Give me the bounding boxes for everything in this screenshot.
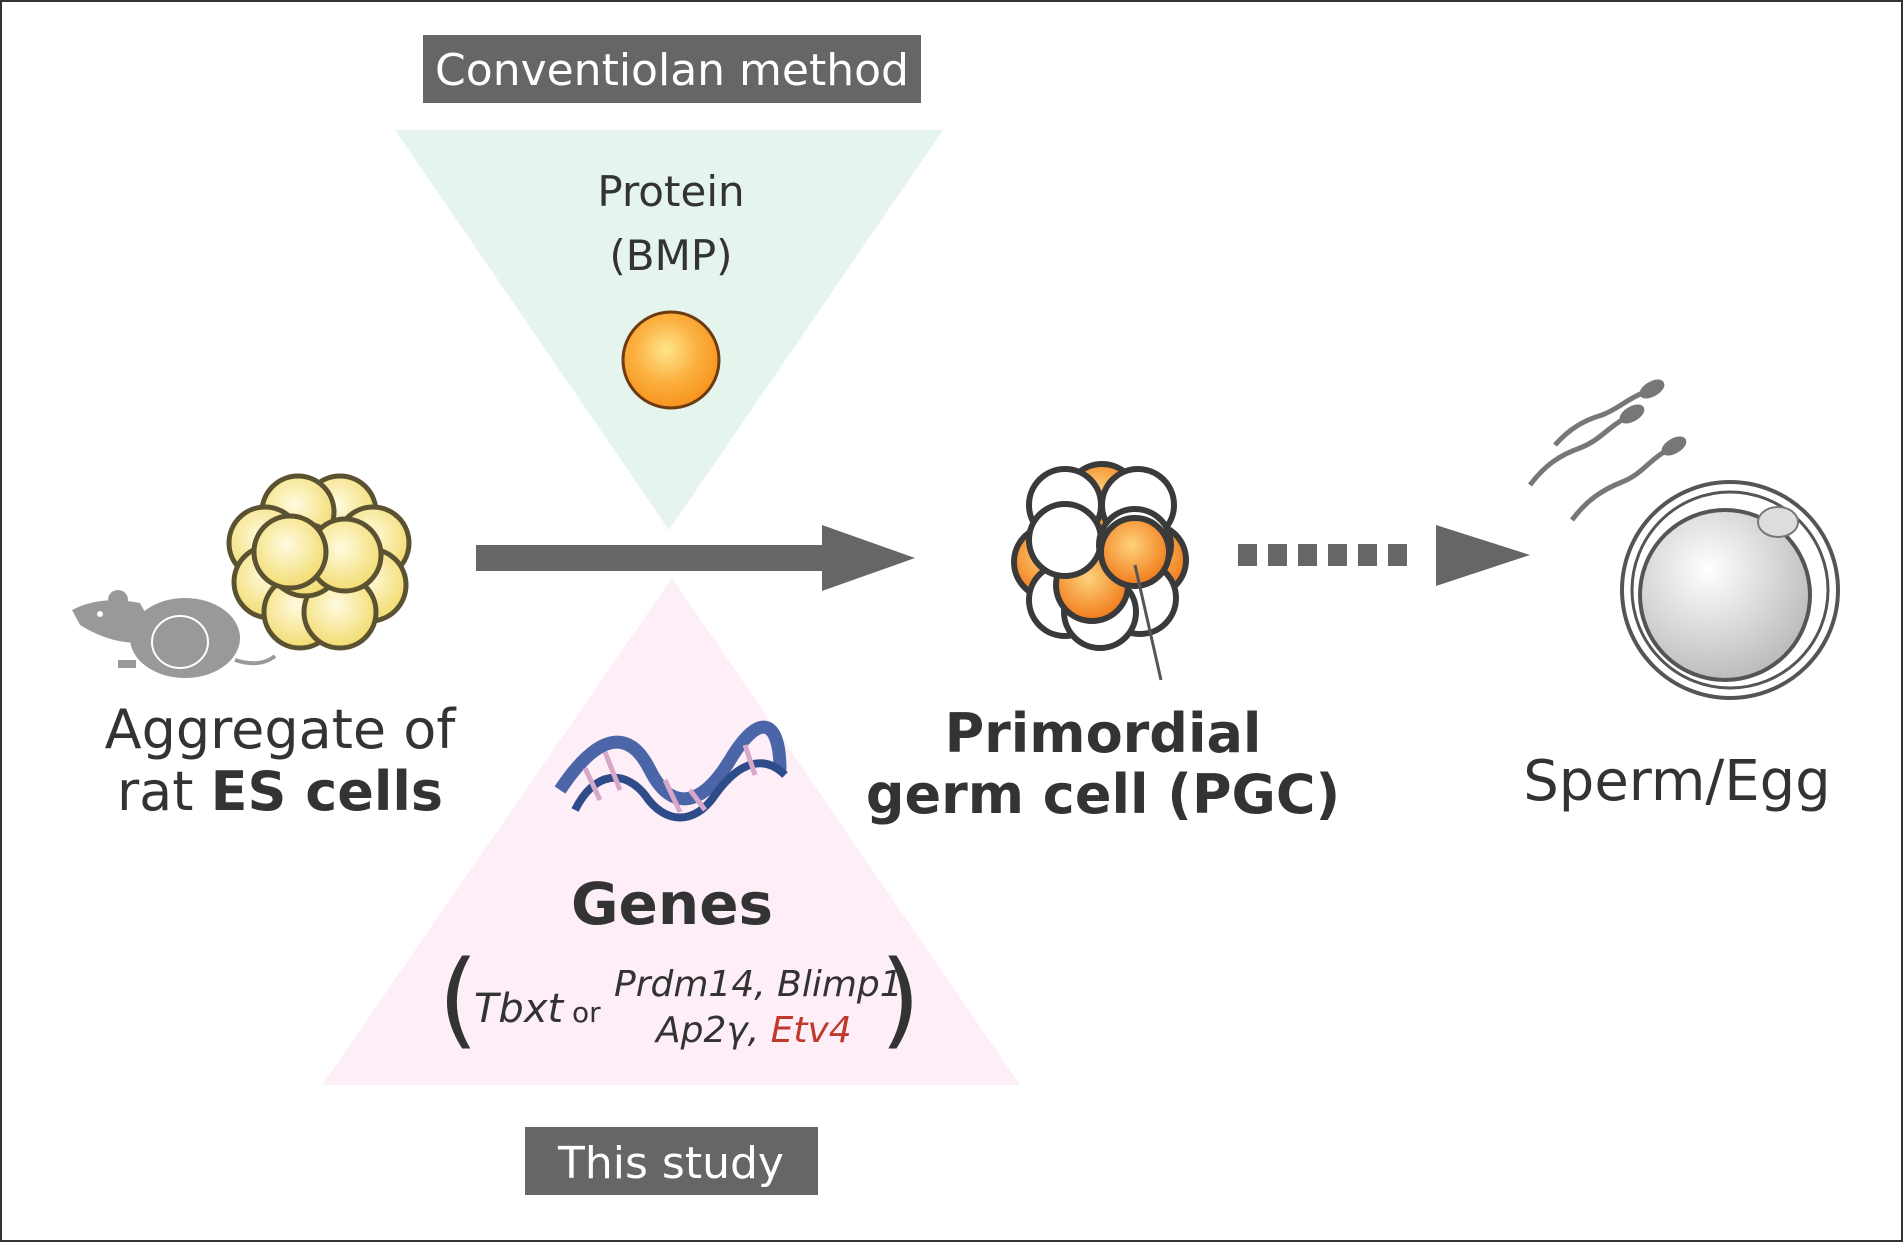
- pgc-cluster-icon: [1011, 461, 1189, 681]
- pgc-line2: germ cell (PGC): [866, 763, 1340, 826]
- sperm-icon: [1528, 379, 1687, 522]
- pgc-line1: Primordial: [945, 702, 1262, 765]
- left-paren: (: [438, 938, 479, 1060]
- gene-tbxt: Tbxt: [474, 986, 564, 1032]
- gene-list: ( Tbxt or Prdm14, Blimp1 Ap2γ, Etv4 ): [438, 938, 921, 1060]
- this-study-label: This study: [557, 1138, 784, 1189]
- protein-label: Protein: [597, 167, 744, 216]
- gene-line2: Ap2γ, Etv4: [654, 1010, 852, 1051]
- gene-etv4: Etv4: [771, 1010, 852, 1051]
- sperm-egg-label: Sperm/Egg: [1523, 749, 1830, 814]
- main-arrow: [476, 525, 915, 591]
- this-study-box: This study: [525, 1127, 818, 1195]
- bmp-protein-icon: [621, 310, 721, 410]
- bmp-label: (BMP): [609, 231, 732, 280]
- conventional-method-box: Conventiolan method: [423, 35, 921, 103]
- conventional-method-label: Conventiolan method: [435, 45, 909, 96]
- es-cells-line1: Aggregate of: [105, 698, 458, 761]
- es-cells-line2: rat ES cells: [117, 760, 443, 823]
- gene-line1: Prdm14, Blimp1: [614, 964, 903, 1005]
- genes-title: Genes: [571, 870, 773, 938]
- es-cell-cluster-icon: [226, 473, 412, 651]
- dashed-arrow: [1238, 525, 1530, 586]
- right-paren: ): [880, 938, 921, 1060]
- rat-icon: [72, 590, 277, 678]
- gene-or: or: [572, 996, 601, 1029]
- dna-icon: [554, 720, 788, 822]
- egg-icon: [1620, 480, 1840, 700]
- genes-triangle: [322, 578, 1020, 1085]
